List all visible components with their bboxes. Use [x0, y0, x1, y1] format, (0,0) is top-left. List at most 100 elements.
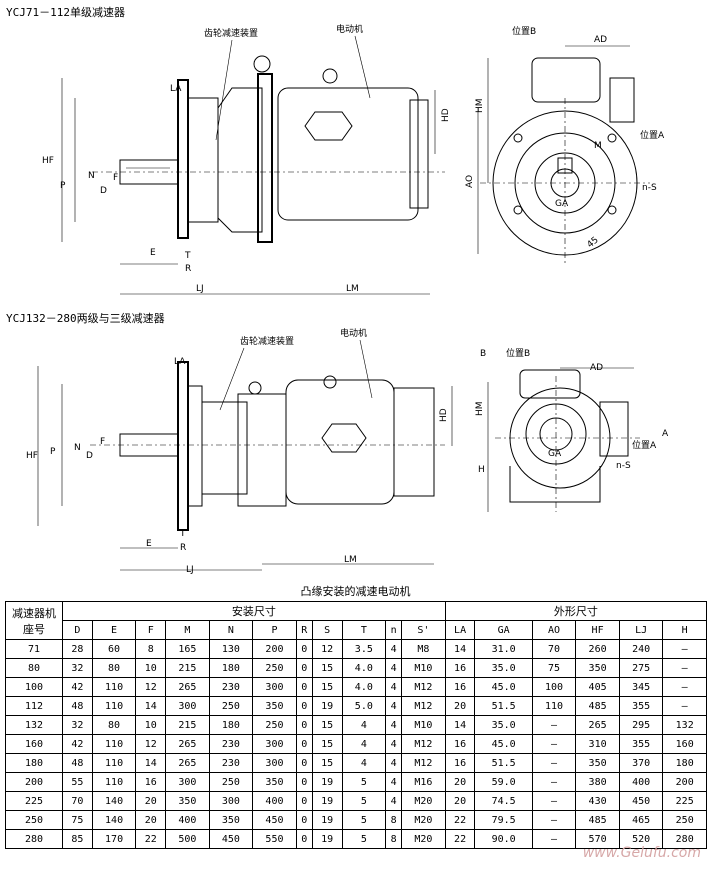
- column-header: F: [135, 620, 167, 640]
- table-cell: 4: [385, 734, 403, 754]
- table-cell: 51.5: [474, 753, 533, 773]
- table-cell: 45.0: [474, 677, 533, 697]
- column-header: HF: [575, 620, 620, 640]
- table-cell: 20: [135, 791, 167, 811]
- table-cell: 350: [165, 791, 210, 811]
- column-header: P: [252, 620, 297, 640]
- table-cell: 300: [252, 753, 297, 773]
- table-cell: 16: [444, 677, 476, 697]
- table-cell: 0: [295, 715, 313, 735]
- table-cell: 12: [311, 639, 343, 659]
- table-cell: 110: [531, 696, 577, 716]
- label-LJ: LJ: [196, 284, 204, 294]
- table-cell: 110: [91, 677, 137, 697]
- table-cell: 4: [341, 734, 387, 754]
- table-cell: 70: [62, 791, 93, 811]
- table-cell: 0: [295, 791, 313, 811]
- table-cell: 14: [135, 696, 167, 716]
- table-cell: 100: [531, 677, 577, 697]
- table-cell: 240: [618, 639, 664, 659]
- table-cell: 112: [5, 696, 63, 716]
- table-cell: 180: [208, 658, 254, 678]
- table-cell: 4: [341, 753, 387, 773]
- label-motor-2: 电动机: [340, 327, 367, 339]
- table-cell: 430: [575, 791, 620, 811]
- label-HD-2: HD: [439, 408, 449, 422]
- label-LJ-2: LJ: [186, 565, 194, 575]
- table-cell: 355: [618, 734, 664, 754]
- table-cell: 215: [165, 658, 210, 678]
- table-cell: 4: [385, 677, 403, 697]
- table-cell: 200: [5, 772, 63, 792]
- label-D-2: D: [86, 451, 93, 461]
- column-header: S: [311, 620, 343, 640]
- table-cell: 140: [91, 810, 137, 830]
- label-gear-unit: 齿轮减速装置: [204, 27, 258, 39]
- table-cell: 170: [91, 829, 137, 849]
- column-header: LA: [444, 620, 476, 640]
- table-cell: 15: [311, 715, 343, 735]
- table-cell: 250: [208, 772, 254, 792]
- table-cell: 0: [295, 772, 313, 792]
- table-title: 凸缘安装的减速电动机: [300, 585, 411, 598]
- table-cell: 16: [444, 658, 476, 678]
- table-cell: 132: [662, 715, 707, 735]
- label-LM-2: LM: [344, 555, 357, 565]
- table-cell: 0: [295, 734, 313, 754]
- table-cell: 165: [165, 639, 210, 659]
- table-cell: 450: [618, 791, 664, 811]
- table-cell: 400: [165, 810, 210, 830]
- table-cell: M12: [401, 753, 446, 773]
- table-cell: 42: [62, 677, 93, 697]
- table-cell: 0: [295, 829, 313, 849]
- header-outline: 外形尺寸: [444, 601, 708, 621]
- column-header: R: [295, 620, 313, 640]
- table-cell: 51.5: [474, 696, 533, 716]
- table-cell: 140: [91, 791, 137, 811]
- label-H-2: H: [478, 465, 485, 475]
- table-cell: 265: [165, 734, 210, 754]
- table-cell: 59.0: [474, 772, 533, 792]
- table-cell: M10: [401, 658, 446, 678]
- table-cell: 28: [62, 639, 93, 659]
- table-cell: 400: [618, 772, 664, 792]
- table-cell: 200: [662, 772, 707, 792]
- label-T: T: [184, 251, 191, 261]
- table-cell: 265: [575, 715, 620, 735]
- label-AD-2: AD: [590, 363, 603, 373]
- label-GA-2: GA: [548, 449, 562, 459]
- heading-multi-stage: YCJ132－280两级与三级减速器: [6, 312, 165, 325]
- table-cell: 0: [295, 696, 313, 716]
- table-cell: 35.0: [474, 715, 533, 735]
- table-cell: M20: [401, 791, 446, 811]
- table-cell: 350: [208, 810, 254, 830]
- table-cell: 295: [618, 715, 664, 735]
- table-cell: 160: [662, 734, 707, 754]
- table-cell: 32: [62, 715, 93, 735]
- table-cell: 35.0: [474, 658, 533, 678]
- table-cell: 5.0: [341, 696, 387, 716]
- label-motor: 电动机: [336, 23, 363, 35]
- label-B-2: B: [480, 349, 486, 359]
- label-LA-2: LA: [174, 357, 186, 367]
- table-cell: 250: [208, 696, 254, 716]
- table-cell: 4: [385, 658, 403, 678]
- label-R: R: [185, 264, 191, 274]
- table-cell: 110: [91, 734, 137, 754]
- table-cell: 75: [62, 810, 93, 830]
- table-cell: 160: [5, 734, 63, 754]
- table-cell: 350: [575, 753, 620, 773]
- table-cell: 300: [252, 677, 297, 697]
- table-cell: 12: [135, 734, 167, 754]
- table-cell: 42: [62, 734, 93, 754]
- label-gear-unit-2: 齿轮减速装置: [240, 335, 294, 347]
- table-cell: —: [531, 791, 577, 811]
- table-cell: 485: [575, 696, 620, 716]
- table-cell: 0: [295, 658, 313, 678]
- label-N-2: N: [74, 443, 81, 453]
- table-cell: 200: [252, 639, 297, 659]
